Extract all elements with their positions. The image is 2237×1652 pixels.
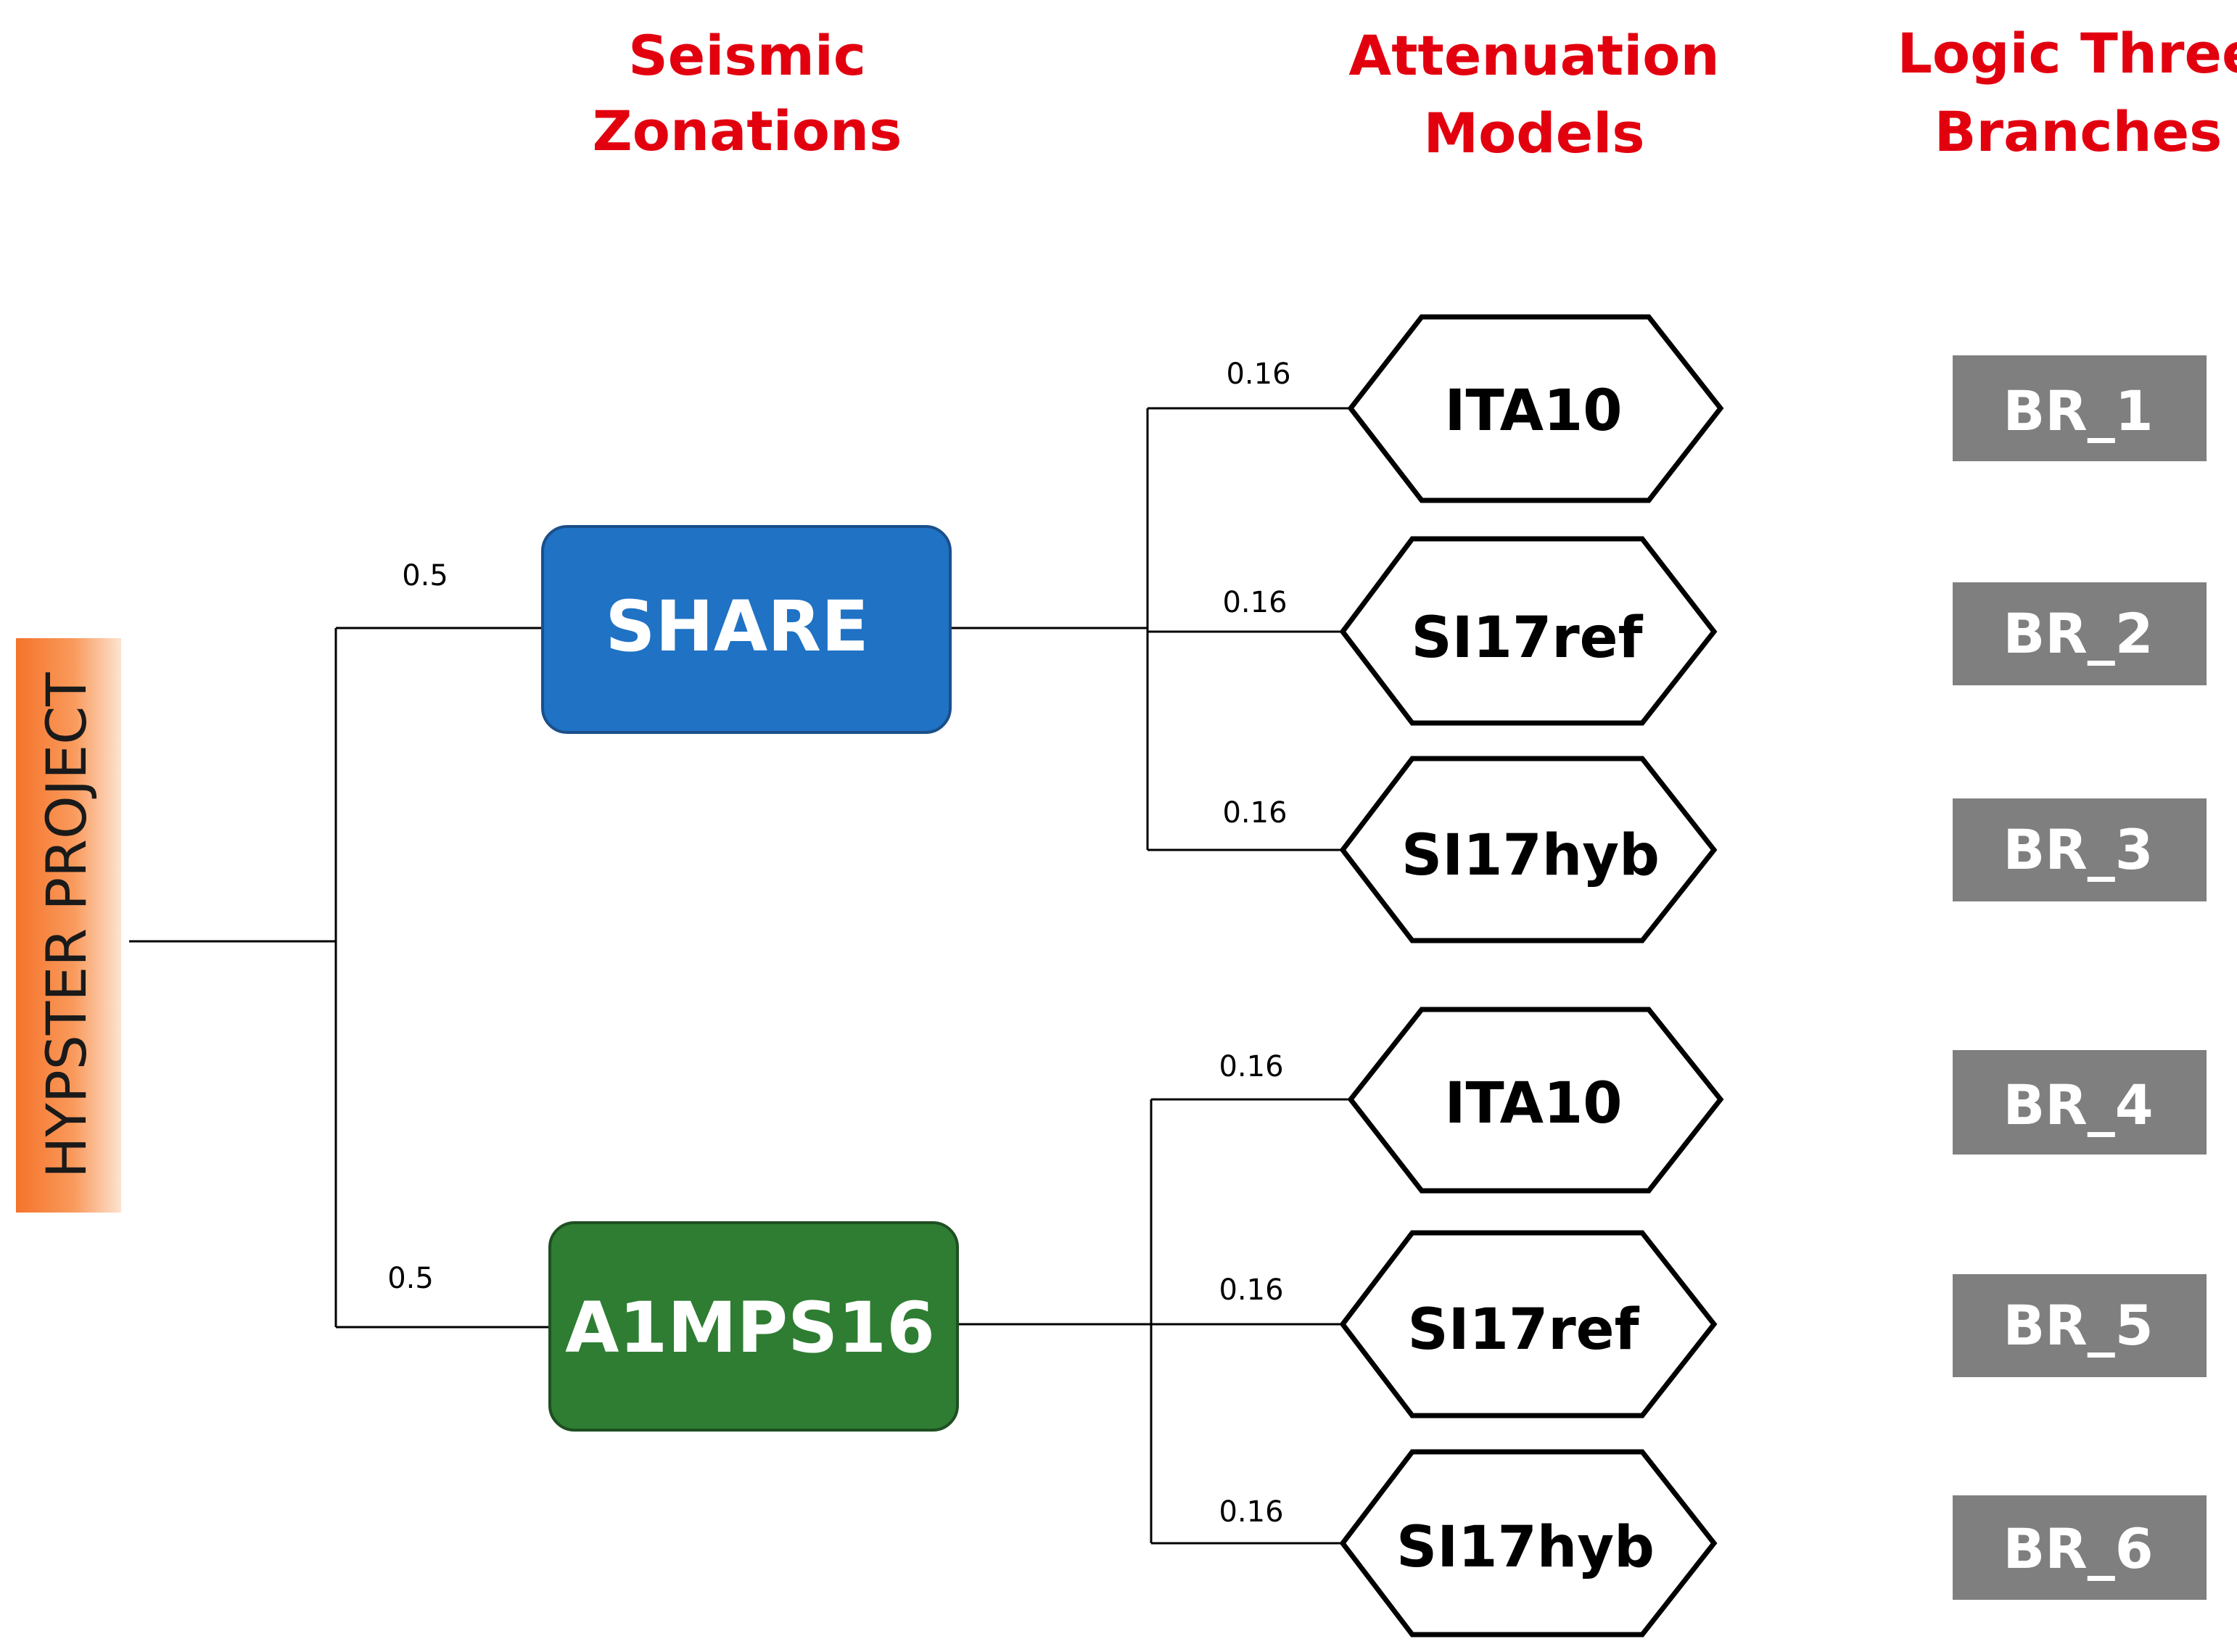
- header-logic-branches: Logic Three Branches: [1897, 21, 2237, 164]
- branch-label-3: BR_3: [2003, 817, 2153, 882]
- weight-model-5: 0.16: [1219, 1273, 1283, 1307]
- branch-label-4: BR_4: [2003, 1073, 2153, 1137]
- model-node-2: SI17ref: [1339, 536, 1718, 726]
- root-box: [16, 638, 121, 1213]
- model-node-1: ITA10: [1347, 314, 1724, 503]
- root-label: HYPSTER PROJECT: [34, 672, 99, 1178]
- model-label-4: ITA10: [1444, 1071, 1622, 1136]
- header-attenuation-line1: Attenuation: [1348, 23, 1719, 88]
- weight-model-1: 0.16: [1226, 358, 1290, 391]
- model-label-3: SI17hyb: [1401, 823, 1660, 888]
- hexagon-shape: [1347, 1007, 1724, 1194]
- branch-label-5: BR_5: [2003, 1293, 2153, 1358]
- weight-model-3: 0.16: [1222, 796, 1287, 830]
- branch-box-4: BR_4: [1953, 1050, 2207, 1155]
- branch-label-2: BR_2: [2003, 601, 2153, 666]
- model-node-5: SI17ref: [1339, 1230, 1718, 1418]
- zonation-node-share: SHARE: [541, 525, 952, 734]
- hexagon-shape: [1339, 536, 1718, 726]
- share-label: SHARE: [605, 586, 868, 667]
- branch-box-2: BR_2: [1953, 582, 2207, 685]
- model-label-5: SI17ref: [1407, 1297, 1639, 1363]
- a1mps16-label: A1MPS16: [565, 1287, 935, 1368]
- hexagon-shape: [1347, 314, 1724, 503]
- weight-share: 0.5: [402, 559, 448, 592]
- model-node-3: SI17hyb: [1339, 756, 1718, 943]
- branch-box-6: BR_6: [1953, 1495, 2207, 1600]
- hexagon-shape: [1339, 1230, 1718, 1418]
- hexagon-shape: [1339, 756, 1718, 943]
- weight-model-2: 0.16: [1222, 586, 1287, 619]
- branch-label-1: BR_1: [2003, 379, 2153, 443]
- model-label-6: SI17hyb: [1396, 1515, 1655, 1580]
- a1mps16-box: [548, 1221, 959, 1432]
- branch-label-6: BR_6: [2003, 1516, 2153, 1581]
- header-branches-line1: Logic Three: [1897, 21, 2237, 86]
- weight-model-6: 0.16: [1219, 1495, 1283, 1529]
- header-zonations-line1: Seismic: [628, 23, 866, 88]
- branch-box-1: BR_1: [1953, 355, 2207, 461]
- branch-box-5: BR_5: [1953, 1274, 2207, 1377]
- header-zonations-line2: Zonations: [593, 99, 902, 163]
- header-branches-line2: Branches: [1935, 99, 2222, 164]
- model-label-2: SI17ref: [1411, 606, 1643, 671]
- model-node-4: ITA10: [1347, 1007, 1724, 1194]
- branch-box-3: BR_3: [1953, 798, 2207, 901]
- connector-lines: [129, 407, 1351, 1545]
- header-seismic-zonations: Seismic Zonations: [593, 23, 902, 163]
- share-box: [541, 525, 952, 734]
- weight-model-4: 0.16: [1219, 1050, 1283, 1083]
- weight-a1mps16: 0.5: [387, 1262, 434, 1295]
- header-attenuation-line2: Models: [1423, 101, 1644, 165]
- header-attenuation-models: Attenuation Models: [1348, 23, 1719, 165]
- model-node-6: SI17hyb: [1339, 1449, 1718, 1637]
- model-label-1: ITA10: [1444, 379, 1622, 444]
- model-weights: 0.16 0.16 0.16 0.16 0.16 0.16: [1219, 358, 1290, 1529]
- root-node: HYPSTER PROJECT: [16, 638, 121, 1213]
- hexagon-shape: [1339, 1449, 1718, 1637]
- zonation-node-a1mps16: A1MPS16: [548, 1221, 959, 1432]
